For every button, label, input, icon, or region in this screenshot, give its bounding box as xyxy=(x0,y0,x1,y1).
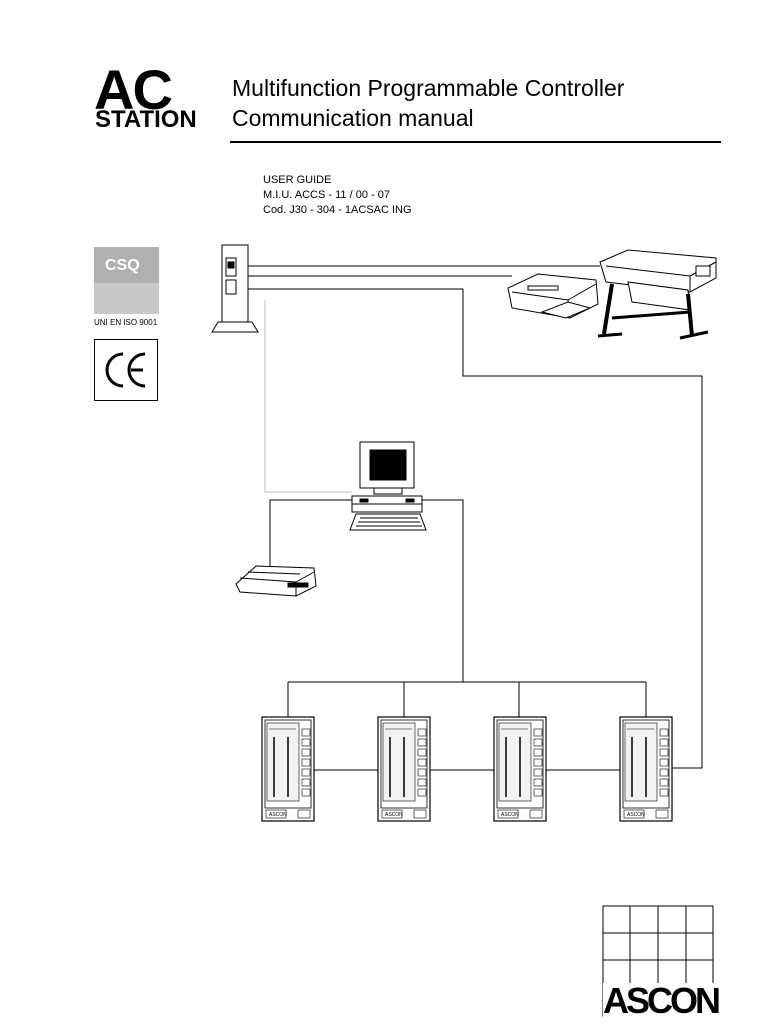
csq-label: CSQ xyxy=(105,257,140,274)
laser-printer-icon xyxy=(507,273,599,319)
title-divider xyxy=(230,141,721,143)
controller-brand-label: ASCON xyxy=(627,812,645,818)
controller-unit-icon: ASCON xyxy=(493,716,547,822)
controller-unit-icon: ASCON xyxy=(377,716,431,822)
user-guide-label: USER GUIDE xyxy=(263,174,332,186)
csq-certification-logo: CSQ xyxy=(94,247,159,314)
network-connections xyxy=(248,265,703,771)
ce-mark-icon xyxy=(105,352,146,388)
controller-brand-label: ASCON xyxy=(501,812,519,818)
document-subtitle: Communication manual xyxy=(232,105,474,131)
ascon-company-logo: ASCON xyxy=(603,980,721,1021)
serial-link xyxy=(264,300,352,493)
ac-logo-letters: AC xyxy=(94,58,173,121)
product-code: Cod. J30 - 304 - 1ACSAC ING xyxy=(263,204,412,216)
plotter-icon xyxy=(597,249,717,340)
pc-workstation-icon xyxy=(349,441,427,531)
controller-group: ASCON ASCON ASCON ASCON xyxy=(261,716,673,822)
supervisor-unit-icon xyxy=(211,244,259,333)
ce-mark-logo xyxy=(94,339,158,401)
document-title: Multifunction Programmable Controller xyxy=(232,75,625,101)
controller-brand-label: ASCON xyxy=(269,812,287,818)
iso-standard-label: UNI EN ISO 9001 xyxy=(94,318,158,327)
controller-brand-label: ASCON xyxy=(385,812,403,818)
document-code: M.I.U. ACCS - 11 / 00 - 07 xyxy=(263,189,390,201)
matrix-printer-icon xyxy=(235,565,317,597)
controller-unit-icon: ASCON xyxy=(619,716,673,822)
controller-unit-icon: ASCON xyxy=(261,716,315,822)
station-logo-text: STATION xyxy=(95,106,197,133)
